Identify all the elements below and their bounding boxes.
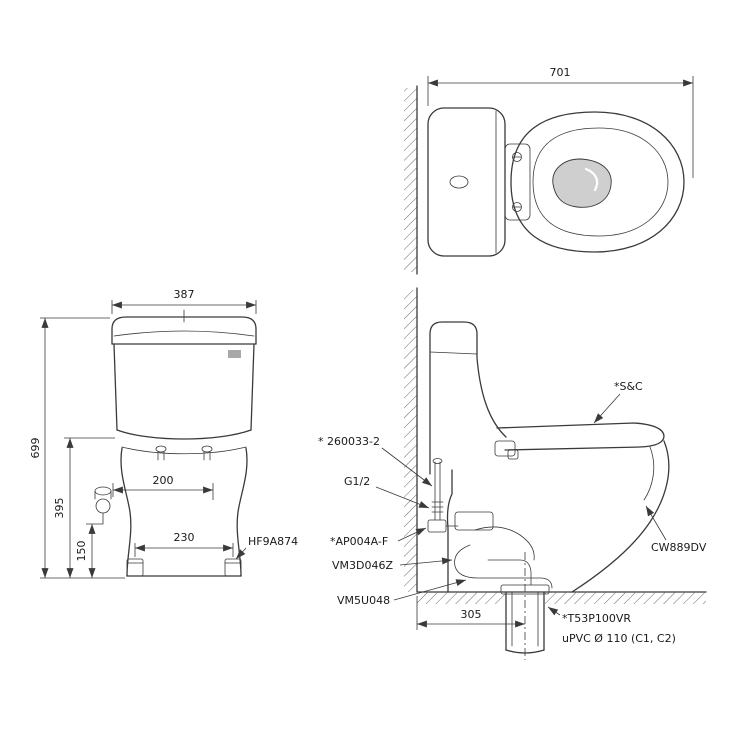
dim-701-label: 701: [550, 66, 571, 79]
part-label-upvc: uPVC Ø 110 (C1, C2): [562, 632, 676, 645]
seat-inner-ring: [532, 127, 669, 237]
part-label-cw889dv: CW889DV: [651, 541, 707, 554]
part-label-hf9a874: HF9A874: [248, 535, 298, 548]
dim-305: [416, 596, 525, 630]
brand-logo: [228, 350, 241, 358]
dim-150-label: 150: [75, 541, 88, 562]
part-label-g1-2: G1/2: [344, 475, 370, 488]
dim-395: [64, 437, 115, 578]
seat-cover-side: [496, 422, 665, 451]
dim-699: [40, 317, 125, 579]
leader-260033-2: [381, 447, 433, 487]
seat-hinge-side: [494, 440, 519, 460]
bowl-rim-front: [121, 446, 247, 455]
leader-t53p100vr: [547, 606, 561, 616]
dim-395-label: 395: [53, 498, 66, 519]
part-label-260033-2: * 260033-2: [318, 435, 380, 448]
flush-button: [449, 175, 469, 189]
leader-cw889dv: [645, 505, 667, 541]
dim-230: [134, 543, 234, 557]
dim-387: [111, 300, 257, 314]
dim-150: [86, 523, 103, 578]
trapway-detail: [454, 511, 553, 589]
floor-hatch-left: [417, 592, 505, 604]
tank-bottom-curve: [116, 429, 252, 440]
seat-hinge-plan: [504, 143, 531, 221]
part-label-t53p100vr: *T53P100VR: [562, 612, 631, 625]
tank-right-side: [250, 343, 255, 431]
part-label-vm5u048: VM5U048: [337, 594, 390, 607]
dim-387-label: 387: [174, 288, 195, 301]
wall-hatch-side-view: [404, 290, 417, 592]
leader-g1-2: [375, 486, 430, 509]
body-left-front: [120, 447, 132, 577]
top-view: 701: [404, 66, 694, 275]
pedestal-back-side: [446, 469, 453, 593]
leader-vm3d046z: [399, 557, 453, 566]
tank-lid-line-side: [429, 351, 478, 355]
water-spot-highlight: [584, 167, 599, 192]
body-right-front: [236, 447, 248, 577]
dim-200-label: 200: [153, 474, 174, 487]
bowl-rim-side: [643, 446, 655, 501]
dim-699-label: 699: [29, 438, 42, 459]
part-label-vm3d046z: VM3D046Z: [332, 559, 393, 572]
leader-ap004a-f: [397, 527, 427, 542]
leader-sc: [593, 393, 621, 424]
supply-stop-front: [94, 486, 112, 525]
dim-230-label: 230: [174, 531, 195, 544]
supply-assembly-side: [427, 458, 459, 533]
dim-305-label: 305: [461, 608, 482, 621]
tank-left-side: [113, 343, 118, 431]
part-label-ap004a-f: *AP004A-F: [330, 535, 388, 548]
tank-plan-outline: [427, 107, 506, 257]
leader-vm5u048: [393, 579, 467, 601]
leader-hf9a874: [235, 547, 247, 560]
front-view: 387: [29, 288, 298, 579]
tank-lid-curve: [113, 330, 255, 337]
bowl-front-side: [571, 440, 670, 593]
dim-200: [112, 483, 214, 500]
seat-hinge-bolts-front: [155, 445, 213, 461]
water-spot: [552, 158, 612, 208]
tank-side-outline: [429, 321, 507, 475]
seat-plan-outline: [510, 111, 685, 253]
side-view: 305 *S&C * 260033-2 G1/2 *AP004A-F VM3D0…: [318, 287, 707, 660]
dim-701: [427, 76, 694, 178]
part-label-sc: *S&C: [614, 380, 643, 393]
floor-bolt-caps: [126, 558, 242, 577]
wall-hatch-top-view: [404, 88, 417, 272]
floor-hatch-right: [545, 592, 706, 604]
